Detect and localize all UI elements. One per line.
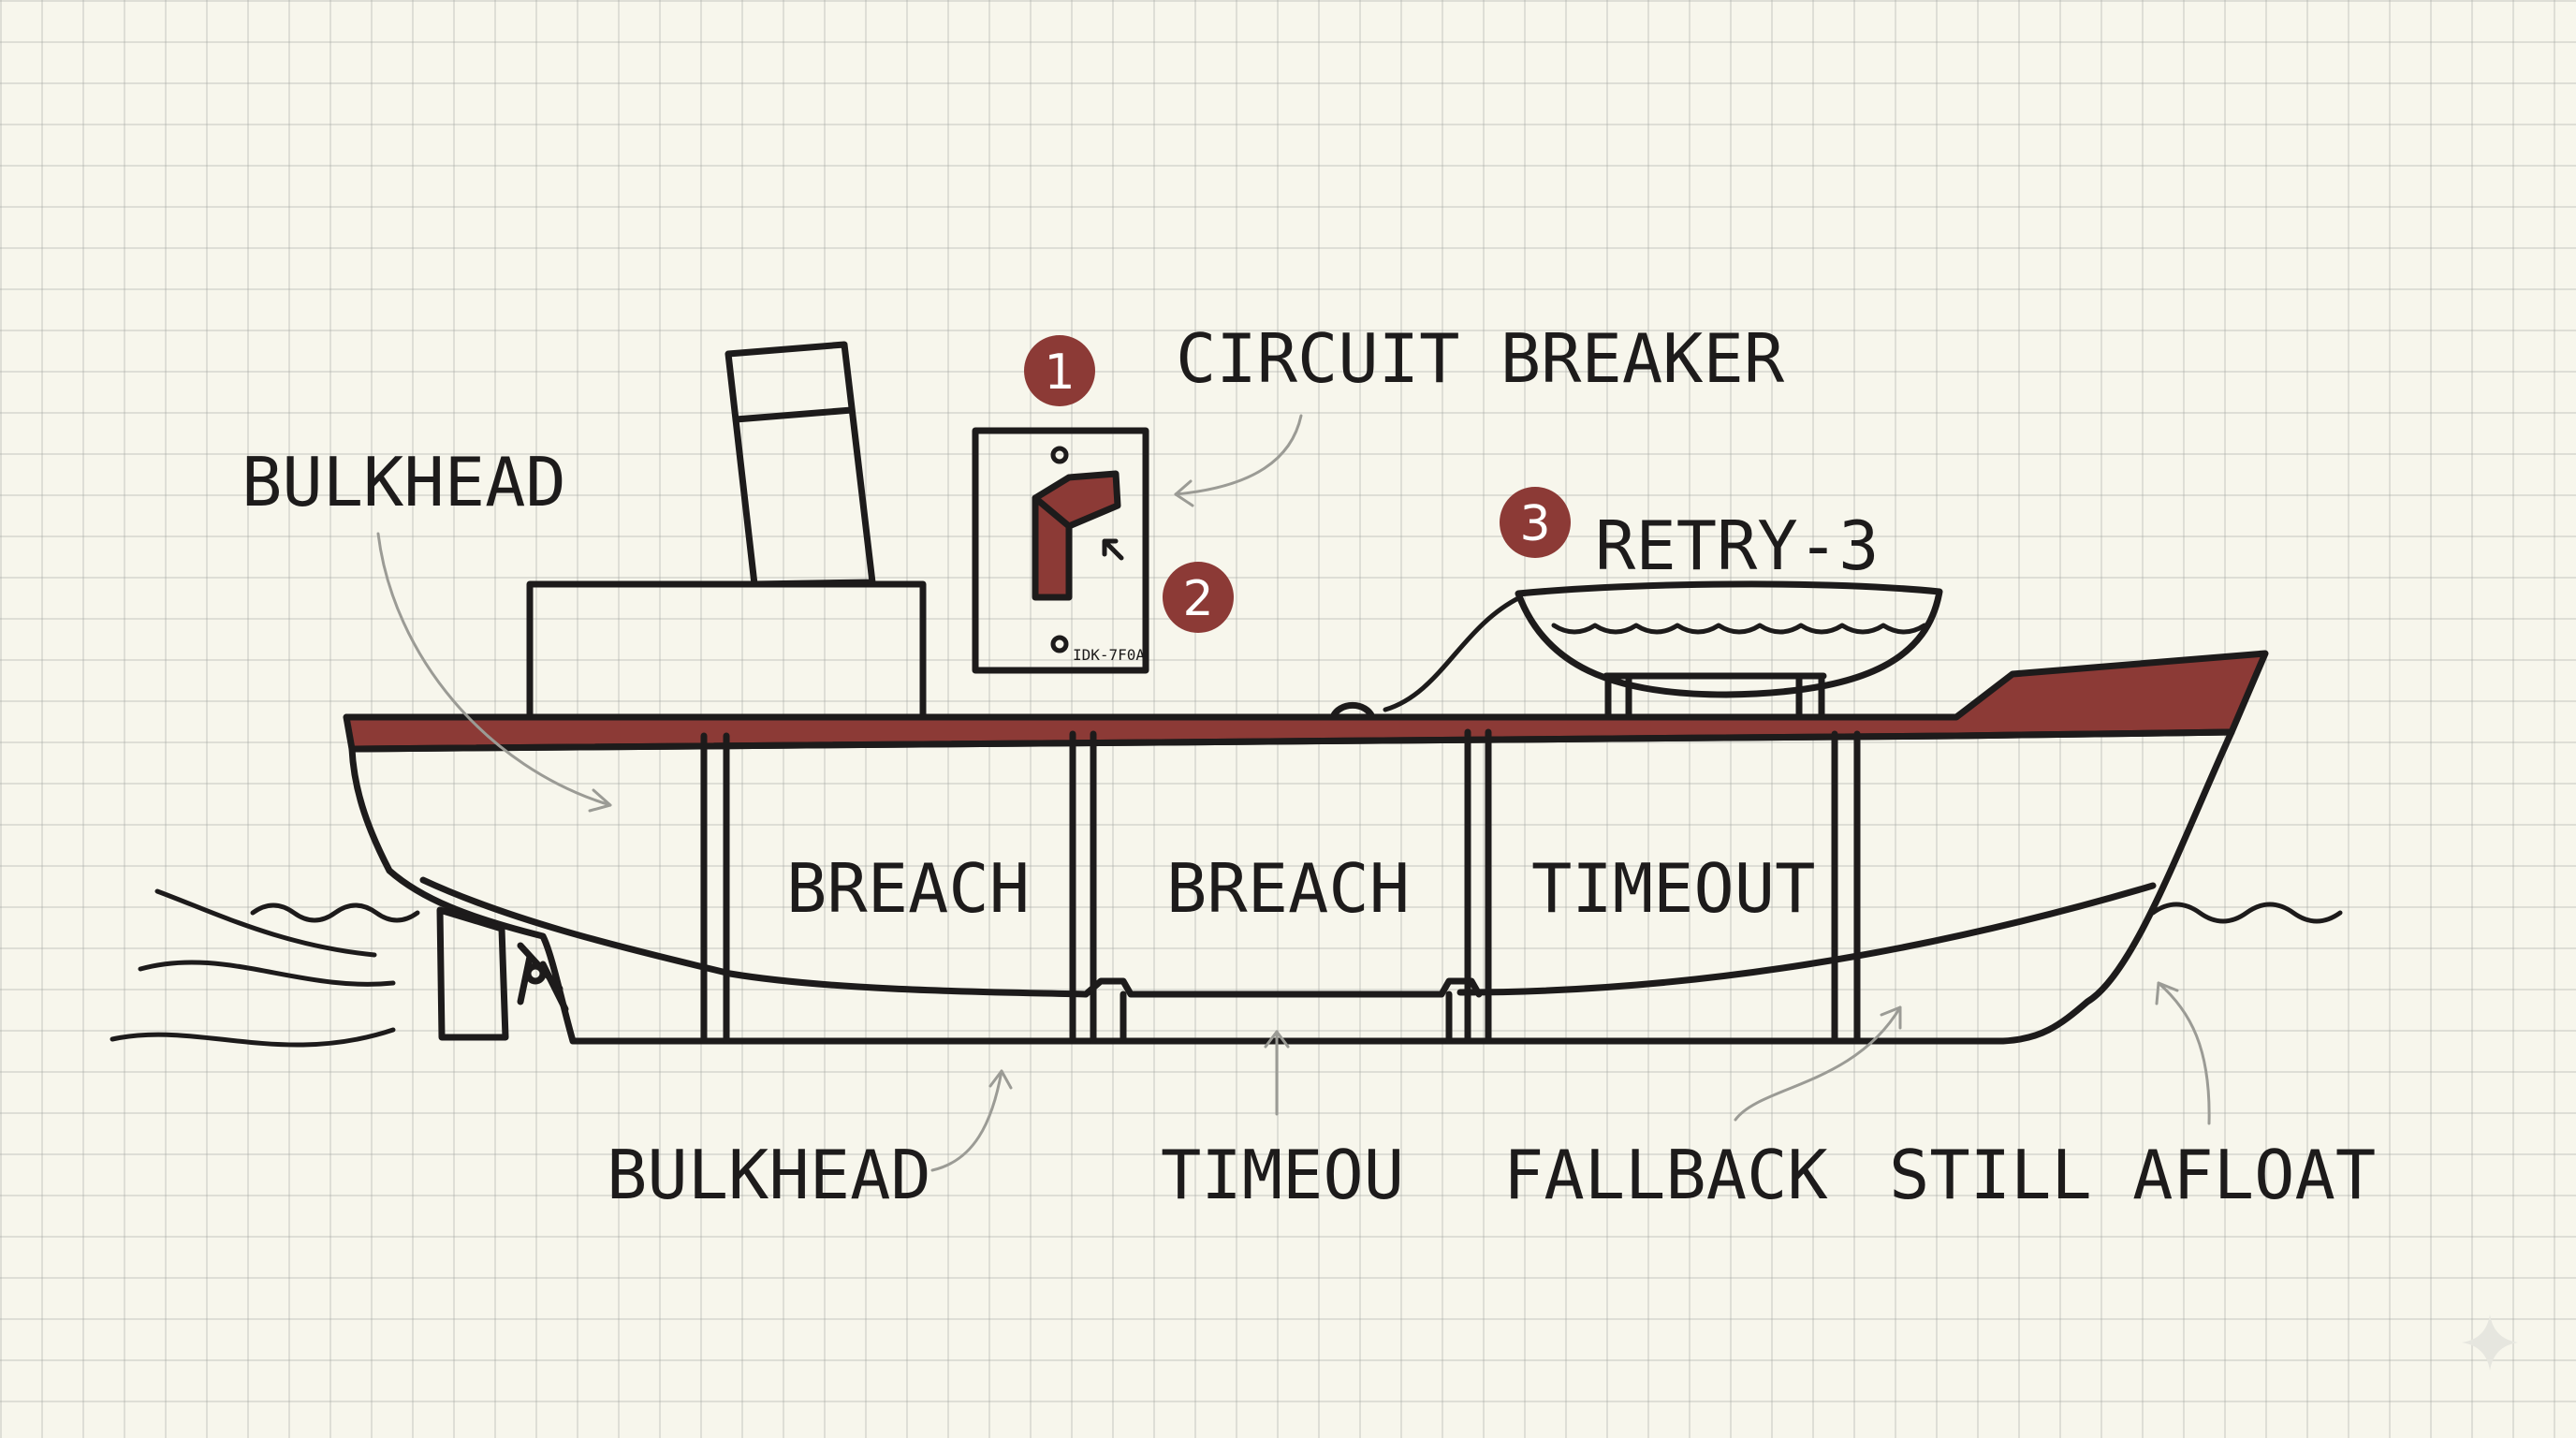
ship-funnel xyxy=(724,341,876,588)
ship-hull xyxy=(343,650,2269,1045)
label-retry: RETRY-3 xyxy=(1595,506,1879,585)
bulkheads xyxy=(700,728,1861,1045)
label-circuit-breaker: CIRCUIT BREAKER xyxy=(1176,319,1785,398)
label-bulkhead-bottom: BULKHEAD xyxy=(607,1136,931,1214)
lifeboat-icon xyxy=(1329,580,1943,721)
svg-text:3: 3 xyxy=(1519,496,1550,552)
svg-text:1: 1 xyxy=(1044,345,1075,401)
label-timeout-hull: TIMEOUT xyxy=(1531,849,1815,928)
label-breach-2: BREACH xyxy=(1166,849,1410,928)
propeller-icon xyxy=(517,942,569,1013)
label-bulkhead-top: BULKHEAD xyxy=(242,443,566,521)
svg-text:2: 2 xyxy=(1182,571,1213,627)
annotation-arrows xyxy=(376,414,2211,1172)
ship-cabin xyxy=(526,580,927,723)
sparkle-icon xyxy=(2462,1314,2518,1371)
toggle-switch-icon: IDK-7F0A xyxy=(972,427,1149,674)
badge-1: 1 xyxy=(1024,335,1095,406)
badge-2: 2 xyxy=(1163,562,1234,633)
rudder xyxy=(436,906,509,1041)
label-fallback: FALLBACK xyxy=(1503,1136,1828,1214)
switch-plate-code: IDK-7F0A xyxy=(1073,646,1145,664)
label-still-afloat: STILL AFLOAT xyxy=(1889,1136,2376,1214)
label-timeou: TIMEOU xyxy=(1161,1136,1404,1214)
water-waves xyxy=(110,888,2343,1048)
switch-lever xyxy=(1032,470,1121,530)
label-breach-1: BREACH xyxy=(786,849,1030,928)
badge-3: 3 xyxy=(1500,487,1571,558)
